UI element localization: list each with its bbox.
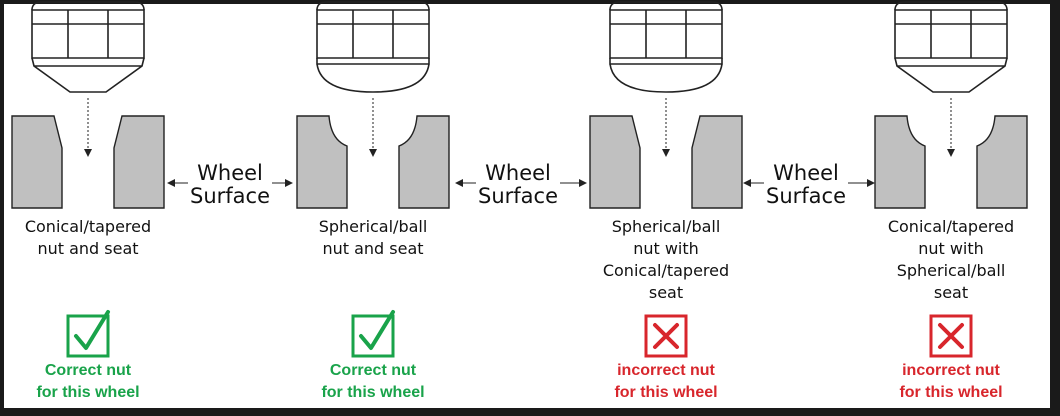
wheel-seat-right-1 (113, 115, 165, 209)
surface-label-backing-2 (476, 162, 560, 208)
wheel-seat-right-2 (398, 115, 450, 209)
cross-icon (938, 323, 964, 349)
nut-cap-4 (894, 1, 1008, 11)
nut-hex-body-1 (31, 9, 145, 59)
check-icon (359, 310, 395, 350)
nut-spherical-seat-2 (316, 58, 430, 93)
wheel-seat-left-3 (589, 115, 641, 209)
cross-icon (653, 323, 679, 349)
surface-label-backing-3 (764, 162, 848, 208)
wheel-seat-left-4 (874, 115, 926, 209)
nut-cap-1 (31, 1, 145, 11)
nut-hex-body-3 (609, 9, 723, 59)
surface-label-backing-1 (188, 162, 272, 208)
nut-cap-2 (316, 1, 430, 11)
check-icon (74, 310, 110, 350)
nut-conical-seat-4 (894, 57, 1008, 93)
nut-spherical-seat-3 (609, 58, 723, 93)
nut-cap-3 (609, 1, 723, 11)
wheel-seat-right-3 (691, 115, 743, 209)
nut-hex-body-4 (894, 9, 1008, 59)
nut-hex-body-2 (316, 9, 430, 59)
wheel-seat-left-2 (296, 115, 348, 209)
nut-conical-seat-1 (31, 57, 145, 93)
wheel-seat-right-4 (976, 115, 1028, 209)
wheel-seat-left-1 (11, 115, 63, 209)
